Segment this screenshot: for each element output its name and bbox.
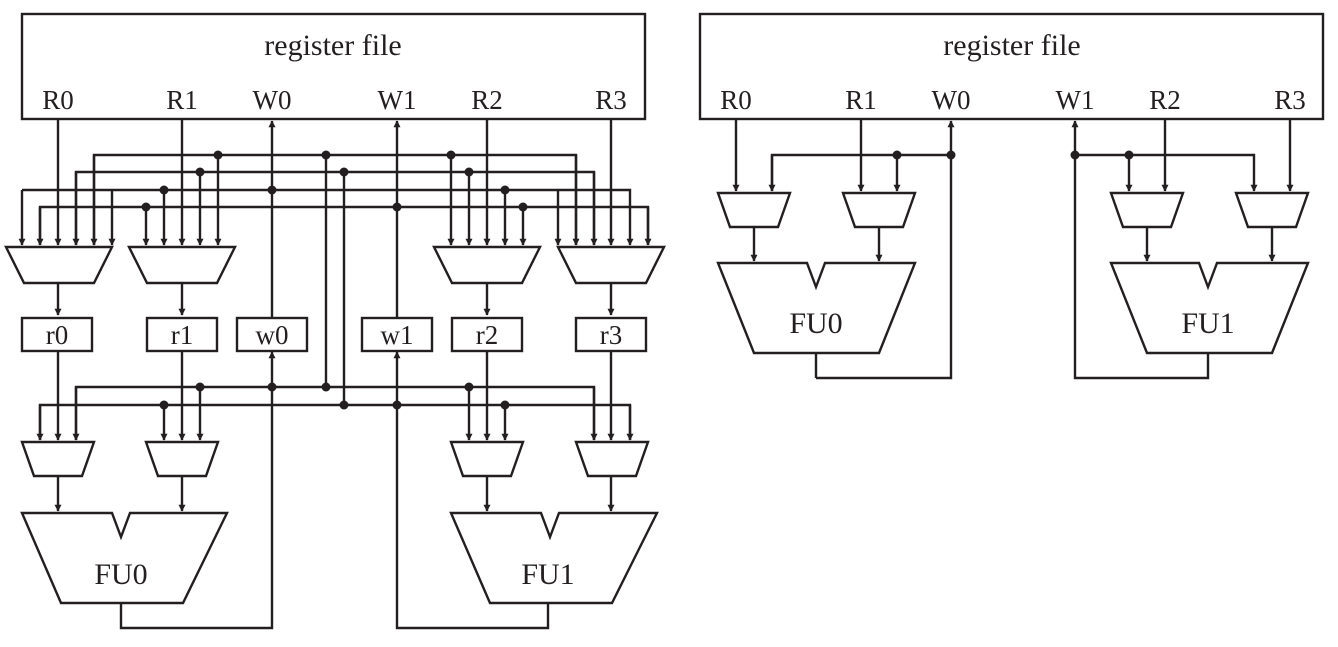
- left-fu0: [20, 511, 229, 605]
- right-muxes: [716, 191, 1310, 229]
- right-port-r2: R2: [1149, 85, 1181, 115]
- left-upper-muxes: [4, 245, 666, 285]
- left-mux-r3: [556, 245, 666, 285]
- right-port-r3: R3: [1274, 85, 1306, 115]
- right-fu1: [1109, 261, 1310, 355]
- left-w0-return: [119, 351, 276, 630]
- right-register-file: [698, 12, 1325, 121]
- left-register-file: [20, 12, 647, 121]
- left-latch-r1: [145, 316, 219, 353]
- left-mux-fu1-b: [574, 440, 650, 478]
- left-mux-fu0-a: [20, 440, 96, 478]
- left-latch-r0: [20, 316, 94, 353]
- left-latch-r2: [450, 316, 524, 353]
- right-fu0: [716, 261, 917, 355]
- left-mux-fu0-b: [144, 440, 220, 478]
- left-w1-return: [393, 351, 550, 630]
- right-port-r0: R0: [720, 85, 752, 115]
- right-wires: [732, 119, 1294, 380]
- right-junctions: [892, 150, 1134, 160]
- right-port-w0: W0: [932, 85, 971, 115]
- left-port-r3: R3: [595, 85, 627, 115]
- right-mux-fu1-b: [1234, 191, 1310, 229]
- right-mux-fu1-a: [1109, 191, 1185, 229]
- left-port-w0: W0: [253, 85, 292, 115]
- left-latch-r3-label: r3: [600, 320, 623, 350]
- left-port-r2: R2: [471, 85, 503, 115]
- left-port-r1: R1: [166, 85, 198, 115]
- left-port-r0: R0: [42, 85, 74, 115]
- left-latch-w1-label: w1: [381, 320, 414, 350]
- left-latch-w1: [360, 316, 434, 353]
- left-register-file-title: register file: [264, 29, 401, 62]
- left-junctions: [141, 150, 528, 410]
- right-fu0-label: FU0: [789, 307, 842, 340]
- left-latch-w0-label: w0: [256, 320, 289, 350]
- left-latch-r1-label: r1: [171, 320, 194, 350]
- left-latches: r0 r1 w0 w1 r2 r3: [20, 316, 648, 353]
- right-diagram: register file R0 R1 W0 W1 R2 R3: [698, 12, 1325, 380]
- left-mux-fu1-a: [449, 440, 525, 478]
- left-lower-muxes: [20, 440, 650, 478]
- right-port-w1: W1: [1056, 85, 1095, 115]
- left-fu0-label: FU0: [94, 558, 147, 591]
- left-port-w1: W1: [378, 85, 417, 115]
- left-latch-r0-label: r0: [46, 320, 69, 350]
- left-mux-r0: [4, 245, 114, 285]
- left-diagram: register file R0 R1 W0 W1 R2 R3: [4, 12, 666, 630]
- right-port-r1: R1: [845, 85, 877, 115]
- left-mux-r1: [127, 245, 237, 285]
- right-register-file-title: register file: [943, 29, 1080, 62]
- left-latch-w0: [235, 316, 309, 353]
- left-fu1-label: FU1: [521, 558, 574, 591]
- left-mux-r2: [432, 245, 542, 285]
- left-upper-taps: [18, 119, 652, 246]
- right-fu1-label: FU1: [1181, 307, 1234, 340]
- left-latch-r2-label: r2: [476, 320, 499, 350]
- left-lower-bypass-buses: [36, 351, 634, 441]
- right-mux-fu0-a: [716, 191, 792, 229]
- left-fu1: [449, 511, 659, 605]
- right-mux-fu0-b: [841, 191, 917, 229]
